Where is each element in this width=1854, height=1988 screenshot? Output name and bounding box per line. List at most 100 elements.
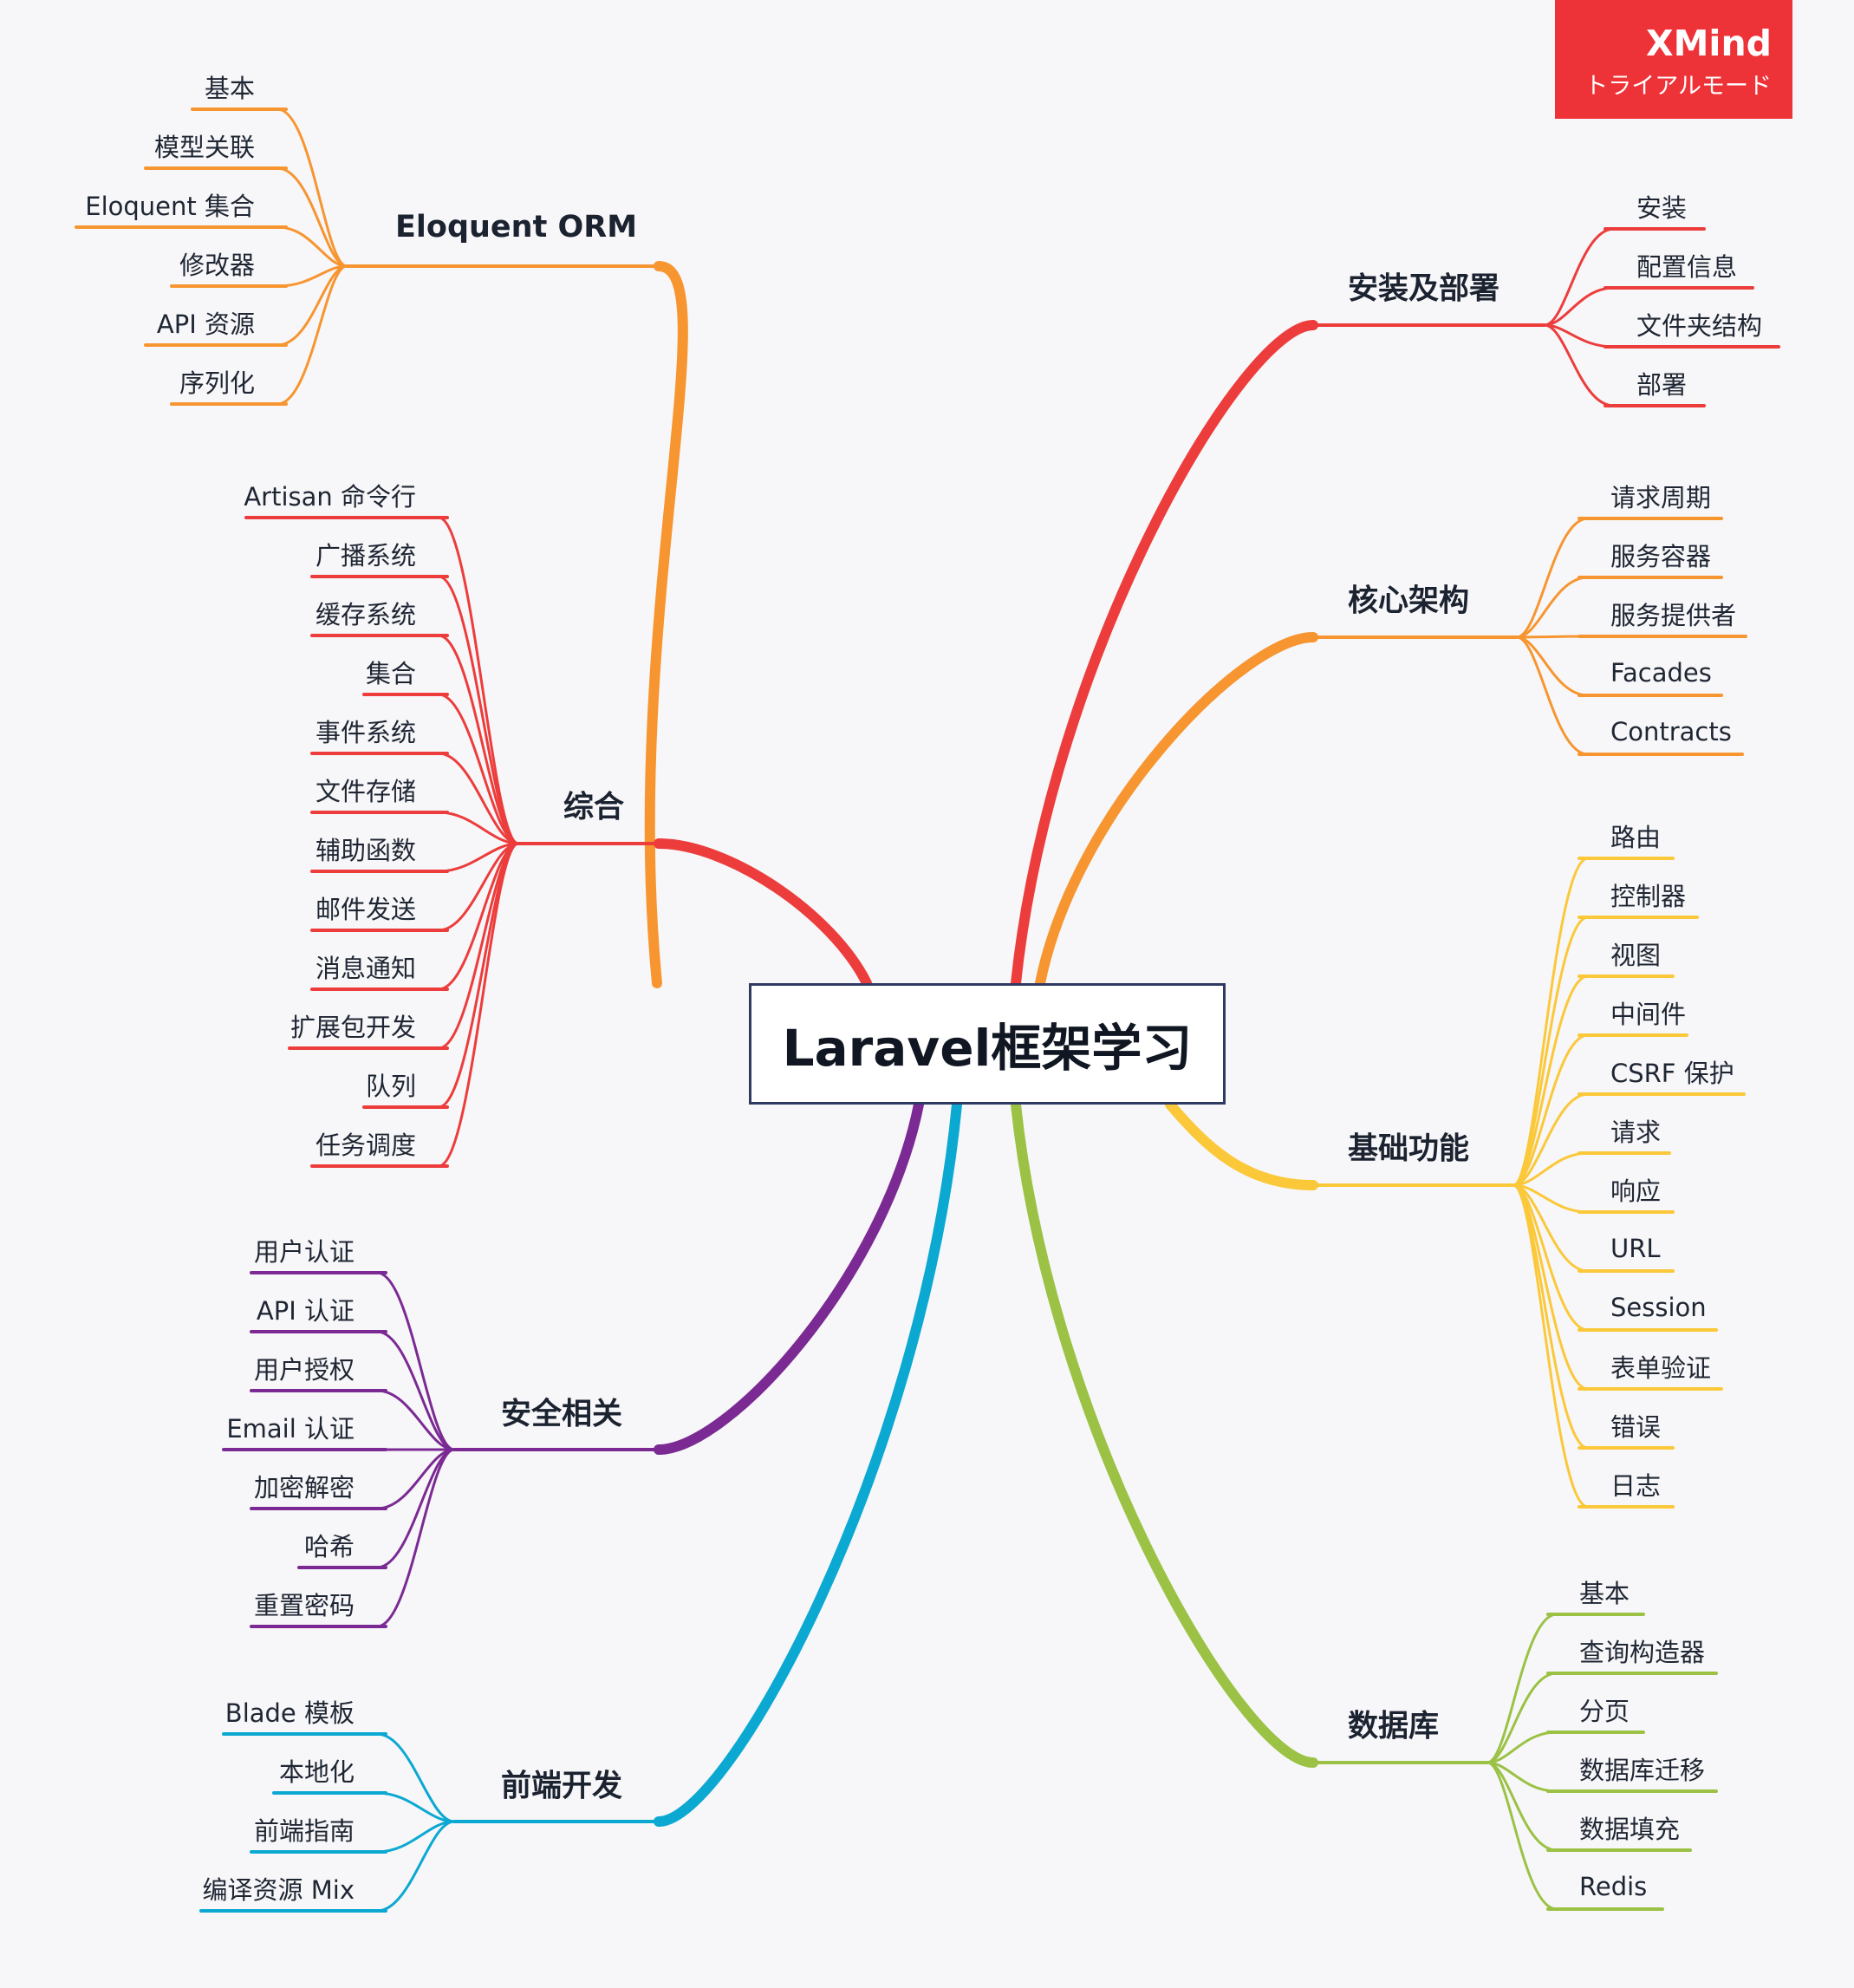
leaf-general-item[interactable]: 集合 xyxy=(365,659,416,688)
branch-general[interactable]: 综合 xyxy=(563,790,625,825)
leaf-general-item[interactable]: 队列 xyxy=(365,1072,416,1101)
leaf-core-item[interactable]: 请求周期 xyxy=(1610,483,1712,512)
leaf-core-item[interactable]: 服务容器 xyxy=(1610,542,1712,571)
leaf-security-item[interactable]: 哈希 xyxy=(303,1532,355,1561)
leaf-eloquent-item[interactable]: Eloquent 集合 xyxy=(85,192,255,221)
leaf-basics-item[interactable]: URL xyxy=(1610,1234,1661,1263)
xmind-trial-watermark: XMind トライアルモード xyxy=(1555,0,1792,119)
branch-install[interactable]: 安装及部署 xyxy=(1348,271,1500,307)
branch-database[interactable]: 数据库 xyxy=(1348,1709,1440,1744)
leaf-connector-basics xyxy=(1512,916,1590,1187)
leaf-connector-install xyxy=(1543,323,1616,349)
leaf-basics-item[interactable]: 视图 xyxy=(1610,941,1662,970)
leaf-general-item[interactable]: 文件存储 xyxy=(315,777,416,806)
leaf-general-item[interactable]: 广播系统 xyxy=(315,541,416,570)
leaf-connector-database xyxy=(1486,1613,1558,1764)
leaf-frontend-item[interactable]: 编译资源 Mix xyxy=(202,1875,355,1905)
leaf-connector-basics xyxy=(1512,974,1590,1187)
leaf-connector-security xyxy=(375,1448,456,1628)
leaf-connector-general xyxy=(437,842,520,991)
leaf-security-item[interactable]: Email 认证 xyxy=(226,1414,355,1444)
leaf-connector-eloquent xyxy=(276,108,348,268)
branch-eloquent[interactable]: Eloquent ORM xyxy=(395,210,638,244)
leaf-basics-item[interactable]: Session xyxy=(1610,1293,1707,1322)
leaf-security-item[interactable]: 重置密码 xyxy=(253,1591,355,1620)
leaf-general-item[interactable]: 扩展包开发 xyxy=(289,1013,416,1042)
leaf-basics-item[interactable]: 错误 xyxy=(1610,1412,1662,1442)
leaf-connector-basics xyxy=(1512,1033,1590,1187)
leaf-connector-basics xyxy=(1512,1183,1590,1509)
leaf-basics-item[interactable]: 路由 xyxy=(1610,823,1662,852)
leaf-general-item[interactable]: 事件系统 xyxy=(315,718,416,747)
leaf-core-item[interactable]: 服务提供者 xyxy=(1610,601,1737,630)
leaf-connector-install xyxy=(1543,286,1616,327)
leaf-general-item[interactable]: 邮件发送 xyxy=(315,895,416,924)
leaf-install-item[interactable]: 安装 xyxy=(1636,193,1688,223)
leaf-connector-security xyxy=(375,1448,456,1569)
leaf-frontend-item[interactable]: Blade 模板 xyxy=(224,1698,355,1728)
leaf-eloquent-item[interactable]: 基本 xyxy=(204,74,255,103)
connector-general xyxy=(654,838,872,988)
leaf-eloquent-item[interactable]: 模型关联 xyxy=(153,133,255,162)
leaf-connector-security xyxy=(375,1330,456,1451)
leaf-general-item[interactable]: 缓存系统 xyxy=(315,600,416,629)
connector-core xyxy=(1035,632,1318,988)
watermark-brand: XMind xyxy=(1645,23,1772,64)
leaf-connector-basics xyxy=(1512,1183,1590,1214)
leaf-connector-general xyxy=(437,842,520,1168)
branch-security[interactable]: 安全相关 xyxy=(501,1397,623,1432)
connector-database xyxy=(1011,1099,1318,1768)
leaf-eloquent-item[interactable]: 序列化 xyxy=(179,368,255,398)
leaf-security-item[interactable]: 加密解密 xyxy=(253,1473,355,1502)
leaf-install-item[interactable]: 配置信息 xyxy=(1636,252,1738,282)
leaf-connector-frontend xyxy=(375,1791,456,1823)
leaf-frontend-item[interactable]: 本地化 xyxy=(278,1757,355,1787)
leaf-core-item[interactable]: Facades xyxy=(1610,658,1712,688)
leaf-basics-item[interactable]: 响应 xyxy=(1610,1177,1662,1206)
leaf-security-item[interactable]: 用户认证 xyxy=(253,1237,355,1267)
leaf-connector-frontend xyxy=(375,1732,456,1823)
leaf-general-item[interactable]: Artisan 命令行 xyxy=(244,482,416,512)
leaf-basics-item[interactable]: 表单验证 xyxy=(1610,1353,1712,1383)
leaf-database-item[interactable]: 基本 xyxy=(1579,1579,1630,1608)
leaf-connector-general xyxy=(437,693,520,845)
leaf-basics-item[interactable]: CSRF 保护 xyxy=(1610,1059,1734,1088)
leaf-general-item[interactable]: 消息通知 xyxy=(315,954,416,983)
leaf-security-item[interactable]: API 认证 xyxy=(256,1296,355,1326)
leaf-eloquent-item[interactable]: 修改器 xyxy=(179,251,255,280)
leaf-connector-general xyxy=(437,752,520,845)
leaf-database-item[interactable]: 数据库迁移 xyxy=(1579,1756,1706,1785)
branch-frontend[interactable]: 前端开发 xyxy=(501,1769,623,1804)
leaf-basics-item[interactable]: 中间件 xyxy=(1610,1000,1687,1029)
connector-basics xyxy=(1165,1099,1318,1190)
leaf-frontend-item[interactable]: 前端指南 xyxy=(253,1816,355,1846)
branch-core[interactable]: 核心架构 xyxy=(1348,583,1470,619)
leaf-basics-item[interactable]: 控制器 xyxy=(1610,882,1687,911)
leaf-connector-security xyxy=(375,1448,456,1510)
central-topic[interactable]: Laravel框架学习 xyxy=(749,983,1226,1105)
leaf-database-item[interactable]: 数据填充 xyxy=(1579,1815,1681,1844)
leaf-database-item[interactable]: 分页 xyxy=(1579,1697,1630,1726)
leaf-connector-general xyxy=(437,575,520,845)
branch-basics[interactable]: 基础功能 xyxy=(1348,1131,1470,1167)
leaf-connector-basics xyxy=(1512,1092,1590,1187)
leaf-basics-item[interactable]: 日志 xyxy=(1610,1471,1662,1501)
leaf-install-item[interactable]: 文件夹结构 xyxy=(1636,311,1763,341)
leaf-general-item[interactable]: 任务调度 xyxy=(315,1131,416,1160)
leaf-connector-general xyxy=(437,811,520,845)
leaf-security-item[interactable]: 用户授权 xyxy=(253,1355,355,1385)
leaf-connector-security xyxy=(375,1389,456,1451)
leaf-basics-item[interactable]: 请求 xyxy=(1610,1118,1662,1147)
leaf-install-item[interactable]: 部署 xyxy=(1636,370,1688,400)
leaf-database-item[interactable]: 查询构造器 xyxy=(1579,1638,1706,1667)
leaf-eloquent-item[interactable]: API 资源 xyxy=(156,310,255,339)
leaf-core-item[interactable]: Contracts xyxy=(1610,717,1732,746)
central-topic-title: Laravel框架学习 xyxy=(782,1019,1193,1078)
leaf-general-item[interactable]: 辅助函数 xyxy=(315,836,416,865)
leaf-database-item[interactable]: Redis xyxy=(1579,1872,1648,1901)
leaf-connector-eloquent xyxy=(276,166,348,268)
leaf-connector-database xyxy=(1486,1672,1558,1764)
leaf-connector-eloquent xyxy=(276,264,348,406)
